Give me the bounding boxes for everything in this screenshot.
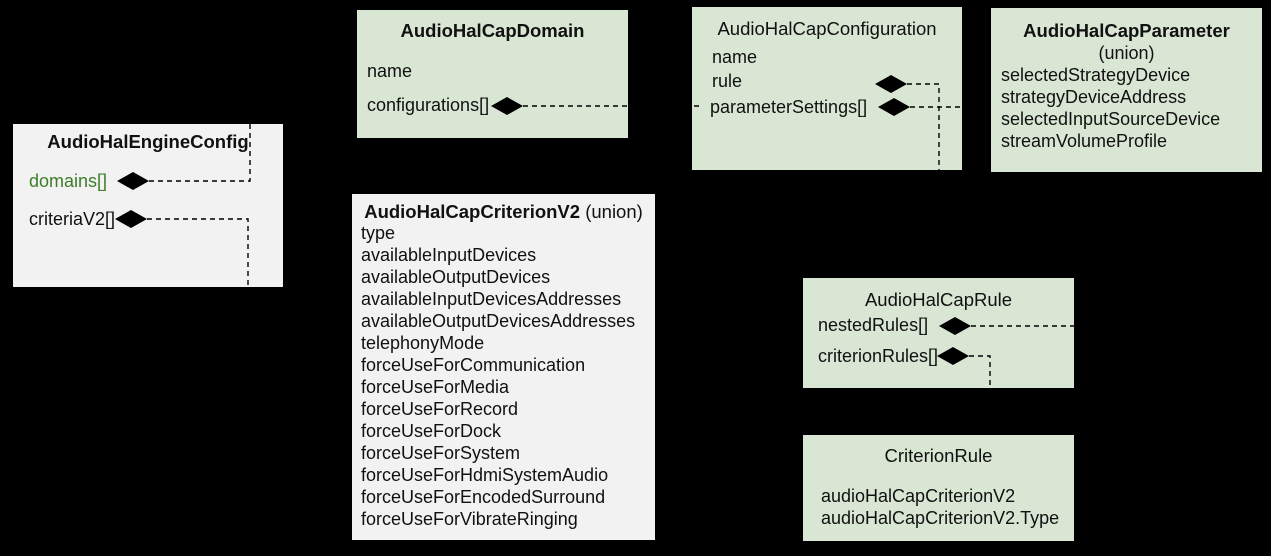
- field-availableinputdevicesaddresses: availableInputDevicesAddresses: [361, 289, 622, 309]
- class-box-audiohalcapparameter: AudioHalCapParameter (union) selectedStr…: [991, 8, 1262, 172]
- field-forceuseforencodedsurround: forceUseForEncodedSurround: [361, 487, 606, 507]
- class-title-bold: AudioHalCapCriterionV2: [364, 201, 581, 222]
- field-forceuseforvibrateringing: forceUseForVibrateRinging: [361, 509, 578, 529]
- field-telephonymode: telephonyMode: [361, 333, 485, 353]
- class-title-union-suffix: (union): [580, 201, 643, 222]
- class-box-criterionrule: CriterionRule audioHalCapCriterionV2 aud…: [803, 435, 1074, 541]
- field-availableoutputdevices: availableOutputDevices: [361, 267, 551, 287]
- class-title: AudioHalCapCriterionV2 (union): [352, 201, 655, 223]
- class-box-audiohalcapcriterionv2: AudioHalCapCriterionV2 (union) type avai…: [352, 194, 655, 540]
- field-forceuseformedia: forceUseForMedia: [361, 377, 510, 397]
- field-availableoutputdevicesaddresses: availableOutputDevicesAddresses: [361, 311, 636, 331]
- field-type: type: [361, 223, 396, 243]
- field-forceuseforsystem: forceUseForSystem: [361, 443, 521, 463]
- field-audiohalcapcriterionv2: audioHalCapCriterionV2: [821, 486, 1016, 506]
- field-forceusefordock: forceUseForDock: [361, 421, 502, 441]
- field-name: name: [367, 61, 413, 81]
- class-title: CriterionRule: [884, 445, 993, 466]
- field-parametersettings: parameterSettings[]: [710, 97, 868, 117]
- field-strategydeviceaddress: strategyDeviceAddress: [1001, 87, 1187, 107]
- field-rule: rule: [712, 71, 743, 91]
- class-box-audiohalcapdomain: AudioHalCapDomain name configurations[]: [357, 10, 628, 138]
- field-streamvolumeprofile: streamVolumeProfile: [1001, 131, 1168, 151]
- class-subtitle-union: (union): [1098, 43, 1155, 63]
- field-nestedrules: nestedRules[]: [818, 315, 929, 335]
- field-domains: domains[]: [29, 171, 108, 191]
- field-forceuseforhdmisystemaudio: forceUseForHdmiSystemAudio: [361, 465, 609, 485]
- class-title: AudioHalCapRule: [864, 289, 1013, 310]
- field-name: name: [712, 47, 758, 67]
- field-audiohalcapcriterionv2-type: audioHalCapCriterionV2.Type: [821, 508, 1060, 528]
- class-title: AudioHalCapConfiguration: [717, 18, 937, 39]
- field-criterionrules: criterionRules[]: [818, 346, 939, 366]
- field-forceuseforcommunication: forceUseForCommunication: [361, 355, 586, 375]
- field-selectedstrategydevice: selectedStrategyDevice: [1001, 65, 1191, 85]
- field-forceuseforrecord: forceUseForRecord: [361, 399, 519, 419]
- class-title: AudioHalEngineConfig: [47, 131, 249, 152]
- class-title: AudioHalCapParameter: [1023, 20, 1230, 41]
- class-box-audiohalcapconfiguration: AudioHalCapConfiguration name rule param…: [692, 7, 962, 170]
- class-box-audiohalengineconfig: AudioHalEngineConfig domains[] criteriaV…: [13, 124, 283, 287]
- field-availableinputdevices: availableInputDevices: [361, 245, 537, 265]
- field-configurations: configurations[]: [367, 95, 490, 115]
- field-selectedinputsourcedevice: selectedInputSourceDevice: [1001, 109, 1221, 129]
- class-title: AudioHalCapDomain: [400, 20, 585, 41]
- class-box-audiohalcaprule: AudioHalCapRule nestedRules[] criterionR…: [803, 278, 1074, 388]
- field-criteriav2: criteriaV2[]: [29, 209, 116, 229]
